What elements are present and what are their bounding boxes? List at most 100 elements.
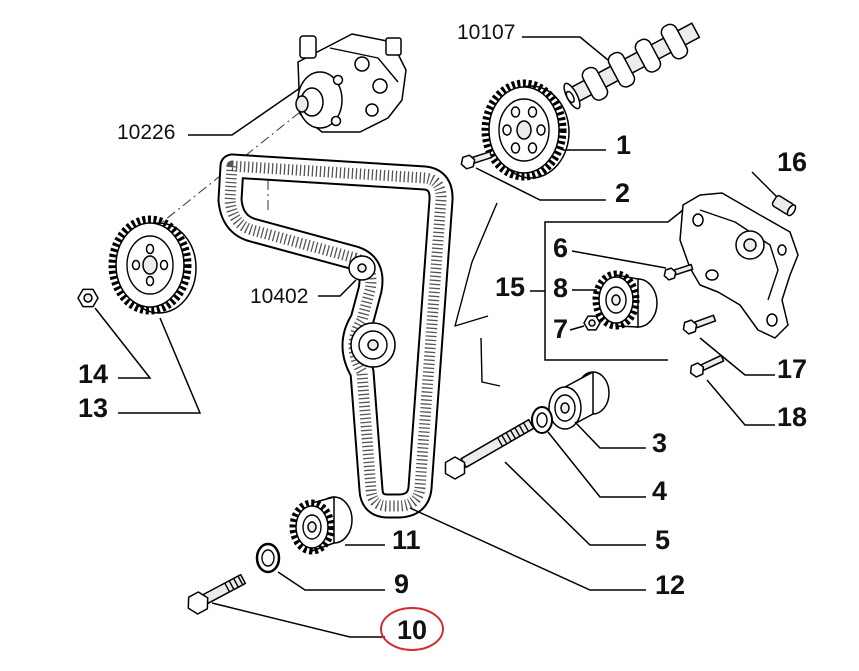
belt-body	[219, 155, 452, 517]
gear-inner-rim	[498, 98, 550, 162]
pump-flange-bolt	[332, 74, 344, 86]
bolt-10-drawing	[187, 573, 247, 615]
leader-line-9	[277, 571, 385, 591]
pump-fitting	[299, 35, 317, 59]
leader-line-6	[571, 250, 667, 269]
pump-boss	[365, 103, 379, 117]
leader-line-4	[547, 431, 646, 498]
bolt-shank	[460, 418, 535, 469]
gear-inner-rim	[126, 235, 174, 295]
callout-7[interactable]: 7	[553, 314, 568, 344]
axis-dash-line	[119, 111, 301, 257]
gear-hole	[145, 243, 155, 255]
callout-4[interactable]: 4	[652, 476, 667, 506]
gear-hole	[502, 124, 512, 136]
pin-16-drawing	[771, 194, 797, 217]
callout-17[interactable]: 17	[777, 354, 807, 384]
belt-guide-pulley-rim	[358, 330, 388, 360]
washer-inner	[261, 549, 275, 567]
bolt-5-drawing	[444, 418, 535, 480]
callout-10402[interactable]: 10402	[250, 285, 308, 308]
leader-line-17	[699, 337, 775, 376]
cam-lobe	[607, 51, 636, 88]
housing-hole	[777, 244, 787, 256]
leader-line-10402	[318, 279, 357, 297]
pulley-bore	[307, 521, 317, 533]
bolt-threads	[224, 575, 244, 593]
leader-line-10	[211, 602, 385, 638]
bolt-head	[663, 267, 677, 281]
callout-2[interactable]: 2	[615, 178, 630, 208]
bolt-head	[682, 319, 698, 335]
leader-line-3	[574, 421, 646, 449]
callout-15[interactable]: 15	[495, 272, 525, 302]
crank-pulley-drawing	[289, 496, 353, 555]
leader-line-7	[569, 325, 585, 331]
break-line	[454, 202, 498, 327]
injection-pump-drawing	[295, 33, 407, 133]
camshaft-drawing	[563, 22, 701, 110]
callout-10[interactable]: 10	[397, 615, 427, 645]
callout-9[interactable]: 9	[394, 569, 409, 599]
housing-edge	[699, 209, 779, 301]
callout-3[interactable]: 3	[652, 428, 667, 458]
selected-part-highlight	[380, 607, 444, 651]
roller-bearing	[554, 394, 576, 422]
pulley-teeth	[592, 270, 640, 330]
belt-idler-hub	[357, 263, 367, 273]
pump-boss	[354, 56, 370, 72]
gear-hole	[131, 259, 141, 271]
callout-8[interactable]: 8	[553, 273, 568, 303]
gear-teeth	[108, 215, 192, 315]
pin-end	[786, 204, 797, 217]
callout-5[interactable]: 5	[655, 525, 670, 555]
leader-line-18	[706, 379, 775, 426]
gear-teeth	[481, 79, 567, 181]
housing-hole	[705, 269, 719, 281]
cam-lobe	[581, 66, 609, 101]
bolt-threads	[496, 422, 530, 447]
leader-line-12	[409, 507, 646, 591]
callout-10107[interactable]: 10107	[457, 21, 515, 44]
pump-flange-bolt	[330, 115, 342, 127]
leader-line-5	[504, 461, 646, 546]
bolt-shank	[700, 354, 725, 371]
gear-hole	[527, 106, 538, 118]
housing-hole	[766, 313, 778, 327]
pump-shaft	[295, 95, 309, 113]
callout-6[interactable]: 6	[553, 233, 568, 263]
callout-10226[interactable]: 10226	[117, 121, 175, 144]
washer-9-drawing	[255, 542, 281, 574]
bolt-shank	[673, 263, 694, 276]
callout-11[interactable]: 11	[392, 525, 421, 555]
callout-16[interactable]: 16	[777, 147, 807, 177]
leader-line-16	[751, 171, 778, 198]
gear-hole	[159, 259, 169, 271]
gear-hole	[510, 106, 521, 118]
pump-body-edge	[329, 47, 399, 83]
washer-inner	[536, 412, 548, 428]
belt-outline	[217, 153, 454, 519]
washer-outer	[531, 406, 553, 434]
belt-guide-pulley-hub	[367, 339, 379, 351]
bolt-head	[689, 362, 705, 378]
pump-gear-drawing	[108, 215, 197, 315]
bolt-head	[187, 591, 209, 615]
callout-13[interactable]: 13	[78, 393, 108, 423]
housing-bore-inner	[743, 238, 757, 252]
bolt-head	[460, 154, 476, 170]
roller-bore	[560, 402, 570, 414]
callout-1[interactable]: 1	[616, 130, 631, 160]
leader-line-10107	[522, 36, 609, 61]
gear-hole	[536, 124, 546, 136]
bolt-shank	[693, 314, 717, 329]
bolt-head	[444, 456, 466, 480]
camshaft-gear-drawing	[481, 79, 570, 181]
pump-boss	[372, 78, 388, 94]
leader-line-2	[475, 167, 606, 201]
leader-line-14	[94, 307, 152, 379]
callout-12[interactable]: 12	[655, 570, 685, 600]
callout-14[interactable]: 14	[78, 359, 108, 389]
callout-18[interactable]: 18	[777, 402, 807, 432]
